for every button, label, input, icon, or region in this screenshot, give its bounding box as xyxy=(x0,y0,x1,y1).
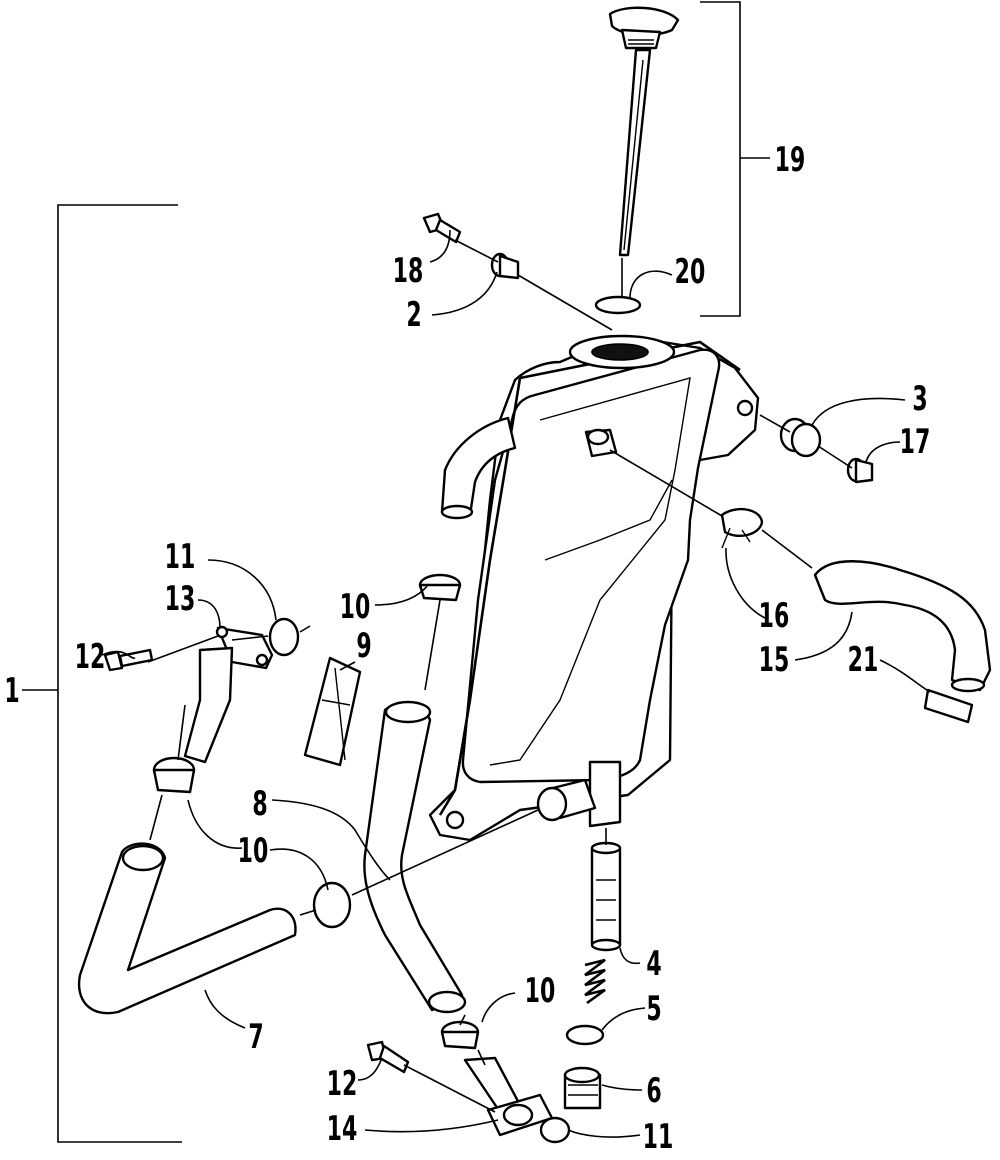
clamp-10-mid xyxy=(312,881,352,929)
callout-16: 16 xyxy=(759,596,790,635)
callout-8: 8 xyxy=(252,784,267,823)
callout-11-top: 11 xyxy=(165,537,196,576)
decal-9 xyxy=(303,656,362,767)
o-ring xyxy=(594,295,642,315)
callout-17: 17 xyxy=(900,422,931,461)
assembly-lines xyxy=(147,239,853,1113)
grommet xyxy=(779,417,822,458)
callout-21: 21 xyxy=(848,640,879,679)
bolt-12-bottom xyxy=(366,1040,410,1074)
callout-9: 9 xyxy=(356,626,371,665)
callout-1: 1 xyxy=(4,671,19,710)
bolt-top xyxy=(422,212,462,244)
elbow-fitting-14 xyxy=(463,1056,554,1137)
callout-11-bottom: 11 xyxy=(643,1117,674,1156)
callout-6: 6 xyxy=(646,1071,661,1110)
callout-15: 15 xyxy=(759,640,790,679)
callout-2: 2 xyxy=(406,295,421,334)
o-ring-11-bottom xyxy=(539,1116,571,1144)
hose-7 xyxy=(77,842,297,1015)
callout-19: 19 xyxy=(775,140,806,179)
hose-clamp-16 xyxy=(720,507,764,549)
clamp-10-bottom xyxy=(440,1020,480,1050)
callout-14: 14 xyxy=(327,1109,358,1148)
hose-8 xyxy=(363,700,467,1014)
leader-lines xyxy=(101,229,931,1138)
callout-5: 5 xyxy=(646,989,661,1028)
elbow-fitting-13 xyxy=(183,625,274,764)
callout-7: 7 xyxy=(248,1017,263,1056)
bolt-12-top xyxy=(103,648,154,672)
cable-tie-21 xyxy=(923,688,974,724)
oil-filter-screen-4 xyxy=(590,841,622,952)
callout-10-bottom: 10 xyxy=(525,971,556,1010)
clamp-10-left xyxy=(152,756,196,794)
callout-10-left: 10 xyxy=(238,831,269,870)
callout-3: 3 xyxy=(912,379,927,418)
assembly-bracket-19 xyxy=(700,1,770,317)
clamp-10-top xyxy=(418,573,462,602)
drain-plug-6 xyxy=(563,1066,602,1110)
callout-labels: 1 2 3 4 5 6 7 8 9 10 10 10 11 11 12 12 1… xyxy=(4,140,930,1156)
oil-tank xyxy=(428,334,760,842)
callout-12-top: 12 xyxy=(75,637,106,676)
o-ring-11-top xyxy=(268,617,300,657)
bushing-17 xyxy=(846,457,874,484)
callout-13: 13 xyxy=(165,579,196,618)
dipstick-cap xyxy=(608,6,680,257)
bushing xyxy=(490,252,520,280)
hose-15 xyxy=(813,560,992,693)
callout-20: 20 xyxy=(675,252,706,291)
assembly-bracket-1 xyxy=(22,204,182,1143)
spring xyxy=(584,958,606,1005)
washer-5 xyxy=(565,1024,605,1046)
callout-4: 4 xyxy=(646,944,661,983)
callout-12-bottom: 12 xyxy=(327,1064,358,1103)
callout-10-top: 10 xyxy=(340,587,371,626)
callout-18: 18 xyxy=(393,251,424,290)
